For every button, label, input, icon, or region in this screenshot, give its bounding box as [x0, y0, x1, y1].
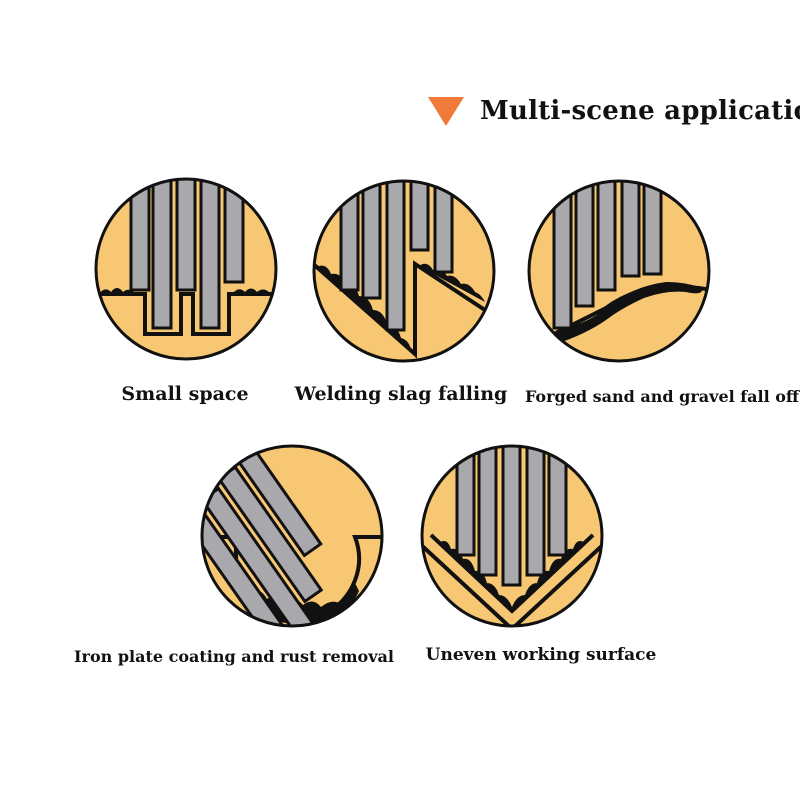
scene-small-space — [93, 176, 279, 362]
scene-iron-plate — [199, 443, 385, 629]
forged-sand-illustration — [527, 179, 711, 363]
uneven-surface-illustration — [420, 444, 604, 628]
caption-small-space: Small space — [121, 383, 249, 405]
small-space-illustration — [94, 177, 278, 361]
section-title: Multi-scene application — [480, 96, 800, 126]
scene-welding-slag — [311, 178, 497, 364]
caption-forged-sand: Forged sand and gravel fall off — [524, 387, 800, 406]
scene-forged-sand — [526, 178, 712, 364]
scene-uneven-surface — [419, 443, 605, 629]
iron-plate-illustration — [200, 444, 384, 628]
caption-uneven-surface: Uneven working surface — [425, 645, 657, 665]
section-header: Multi-scene application — [428, 94, 800, 128]
caption-welding-slag: Welding slag falling — [294, 383, 508, 405]
welding-slag-illustration — [312, 179, 496, 363]
triangle-down-icon — [428, 97, 464, 126]
caption-iron-plate: Iron plate coating and rust removal — [74, 647, 394, 666]
